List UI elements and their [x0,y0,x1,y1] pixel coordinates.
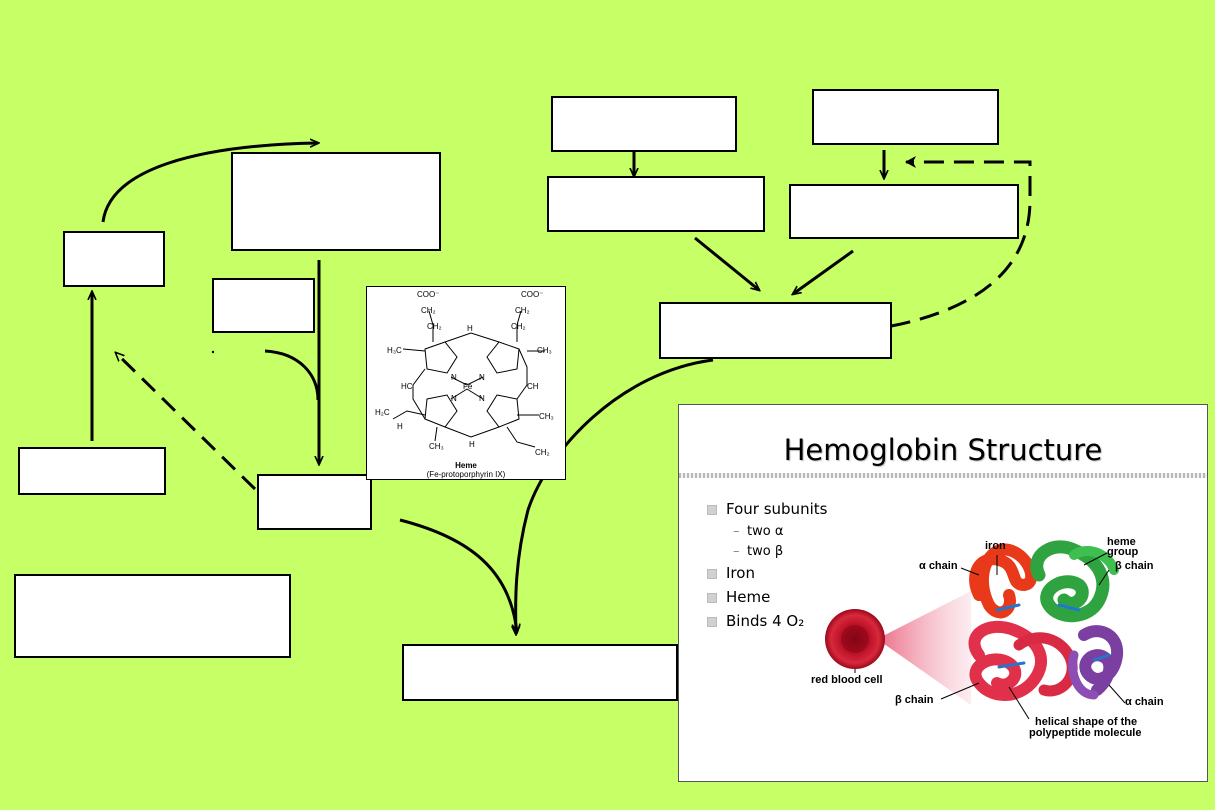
hemoglobin-bullet-list: Four subunits –two α –two β Iron Heme Bi… [707,499,827,635]
arrow-small-curve [264,349,320,401]
box-bottom-center [402,644,678,701]
arrow-mid-2-to-center [793,249,854,294]
bullet-four-subunits: Four subunits [707,499,827,523]
hemoglobin-illustration [825,540,1126,720]
heme-caption-title: Heme [455,461,477,470]
label-heme-1: heme [1107,536,1136,548]
heme-atom-ch: CH [527,382,539,391]
label-alpha-chain-top: α chain [919,560,958,572]
title-divider [679,473,1207,478]
box-right-center [659,302,892,359]
box-left-lower [18,447,166,495]
heme-atom-ch2-left-1: CH₂ [421,306,436,315]
heme-atom-ch2-right-1: CH₂ [515,306,530,315]
heme-atom-fe: Fe [463,382,473,391]
heme-atom-ch2-bottom: CH₂ [535,448,550,457]
heme-atom-hc: HC [401,382,413,391]
label-iron: iron [985,540,1006,552]
bullet-iron: Iron [707,563,827,587]
arrow-dashed-feedback [860,156,1032,333]
arrow-right-center-to-bottom [516,358,714,634]
box-left-upper [63,231,165,287]
heme-caption-subtitle: (Fe-protoporphyrin IX) [426,470,506,479]
bullet-heme: Heme [707,587,827,611]
hemoglobin-title: Hemoglobin Structure [783,433,1103,467]
arrow-center-to-bottom [399,518,517,632]
magnification-beam [877,591,971,705]
heme-atom-n2: N [479,373,485,382]
heme-atom-h-left: H [397,422,403,431]
heme-atom-n3: N [451,394,457,403]
bullet-binds-oxygen: Binds 4 O₂ [707,611,827,635]
box-top-right-1 [551,96,737,152]
box-bottom-left-wide [14,574,291,658]
sub-bullet-two-alpha: –two α [733,524,784,539]
heme-atom-ch3-top: CH₃ [537,346,552,355]
label-helical-2: polypeptide molecule [1029,727,1142,739]
label-alpha-chain-bottom: α chain [1125,696,1164,708]
arrow-dashed-to-left [116,353,257,491]
heme-atom-h3c: H₃C [387,346,402,355]
heme-atom-ch3-right: CH₃ [539,412,554,421]
heme-atom-coo-right: COO⁻ [521,290,543,299]
heme-atom-n4: N [479,394,485,403]
arrow-left-box-to-top-box [101,143,318,223]
sub-bullet-two-beta: –two β [733,544,784,559]
label-beta-chain-top: β chain [1115,560,1154,572]
heme-atom-n1: N [451,373,457,382]
label-red-blood-cell: red blood cell [811,674,883,686]
label-helical-1: helical shape of the [1035,716,1138,728]
box-center-lower [257,474,372,530]
box-small-center [212,278,315,333]
heme-molecule-drawing: COO⁻ COO⁻ CH₂ CH₂ CH₂ CH₂ H H₃C CH₃ N N … [375,290,554,457]
heme-atom-h2c: H₂C [375,408,390,417]
hemoglobin-molecule [968,540,1124,701]
label-beta-chain-bottom: β chain [895,694,934,706]
heme-atom-coo-left: COO⁻ [417,290,439,299]
heme-structure-figure: COO⁻ COO⁻ CH₂ CH₂ CH₂ CH₂ H H₃C CH₃ N N … [366,286,566,480]
heme-atom-h-top: H [467,324,473,333]
heme-atom-h-bottom: H [469,440,475,449]
heme-atom-ch3-bottom: CH₃ [429,442,444,451]
box-right-mid-1 [547,176,765,232]
box-top-right-2 [812,89,999,145]
label-heme-2: group [1107,546,1139,558]
heme-atom-ch2-right-2: CH₂ [511,322,526,331]
box-right-mid-2 [789,184,1019,239]
heme-atom-ch2-left-2: CH₂ [427,322,442,331]
hemoglobin-structure-panel: Hemoglobin Structure Four subunits –two … [678,404,1208,782]
box-top-center-left [231,152,441,251]
arrow-mid-1-to-center [694,236,759,290]
